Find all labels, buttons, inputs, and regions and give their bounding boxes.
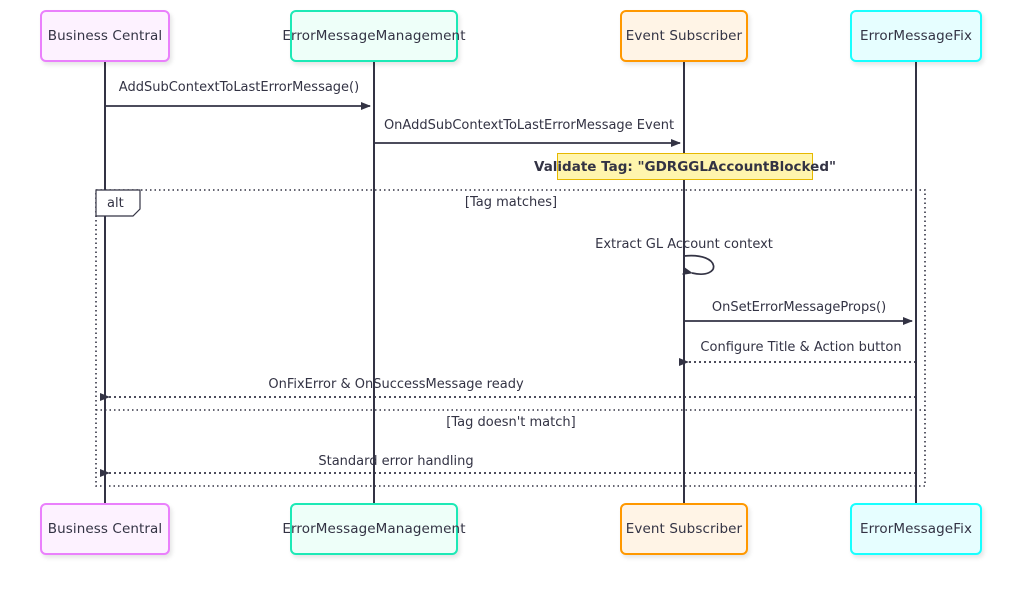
alt-operator-text: alt [107,195,124,211]
participant-label: Business Central [47,521,163,537]
participant-head-errormessagefix[interactable]: ErrorMessageFix [850,10,982,62]
message-label-on-set-error-message-props: OnSetErrorMessageProps() [711,300,887,315]
alt-operator-label: alt [96,190,140,216]
alt-tab-shape [95,189,141,217]
message-label-extract-gl-account: Extract GL Account context [595,237,773,252]
message-label-configure-title-action: Configure Title & Action button [700,340,902,355]
note-text: Validate Tag: "GDRGGLAccountBlocked" [533,158,837,175]
participant-label: ErrorMessageFix [859,521,973,537]
participant-label: Event Subscriber [625,28,743,44]
participant-label: ErrorMessageManagement [282,521,466,537]
participant-head-business-central[interactable]: Business Central [40,10,170,62]
alt-fragment-frame [95,189,926,487]
participant-label: ErrorMessageFix [859,28,973,44]
participant-foot-event-subscriber[interactable]: Event Subscriber [620,503,748,555]
alt-fragment-border [95,189,926,487]
alt-condition-tag-matches: [Tag matches] [464,195,558,210]
participant-foot-business-central[interactable]: Business Central [40,503,170,555]
message-label-standard-error-handling: Standard error handling [318,454,474,469]
alt-tab-outline [95,189,141,217]
participant-foot-errormessagefix[interactable]: ErrorMessageFix [850,503,982,555]
participant-head-errormessagemanagement[interactable]: ErrorMessageManagement [282,10,466,62]
arrow-extract-gl-account-self [682,254,715,275]
participant-label: ErrorMessageManagement [282,28,466,44]
participant-label: Event Subscriber [625,521,743,537]
message-label-on-add-subcontext-event: OnAddSubContextToLastErrorMessage Event [383,118,675,133]
message-label-add-subcontext: AddSubContextToLastErrorMessage() [118,80,360,95]
message-label-onfixerror-ready: OnFixError & OnSuccessMessage ready [268,377,524,392]
message-arrows [100,102,916,477]
lifelines [104,62,917,505]
alt-condition-tag-doesnt-match: [Tag doesn't match] [446,415,576,430]
participant-label: Business Central [47,28,163,44]
participant-foot-errormessagemanagement[interactable]: ErrorMessageManagement [282,503,466,555]
note-validate-tag: Validate Tag: "GDRGGLAccountBlocked" [534,153,836,180]
participant-head-event-subscriber[interactable]: Event Subscriber [620,10,748,62]
